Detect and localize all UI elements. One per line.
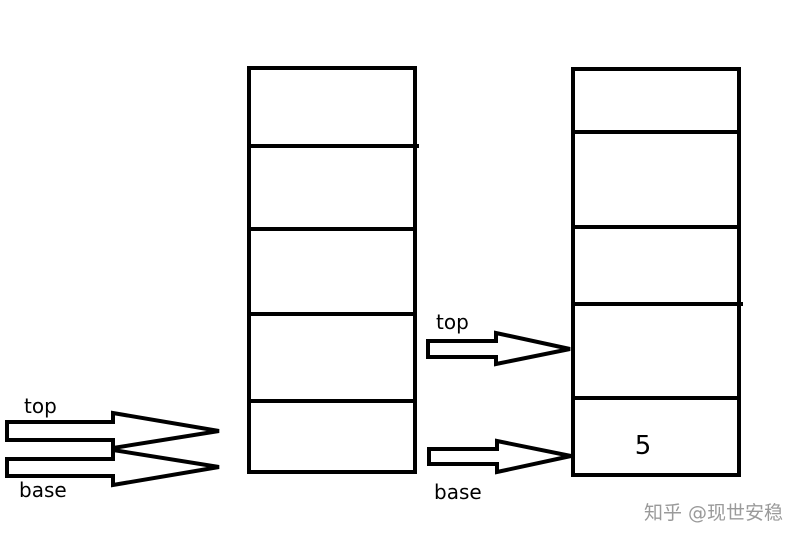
right-stack-bottom-cell-value: 5 <box>635 431 652 461</box>
right-base-label: base <box>434 480 482 504</box>
left-stack-frame <box>247 66 417 474</box>
watermark-text: 知乎 @现世安稳 <box>644 502 783 524</box>
left-top-label: top <box>24 394 57 418</box>
right-top-label: top <box>436 310 469 334</box>
right-stack-frame <box>571 67 741 477</box>
right-top-arrow <box>426 330 571 367</box>
left-base-label: base <box>19 478 67 502</box>
left-stack <box>247 66 419 474</box>
right-base-arrow <box>427 438 572 475</box>
left-base-arrow <box>5 447 220 488</box>
right-stack <box>571 67 743 477</box>
left-top-arrow <box>5 410 220 451</box>
